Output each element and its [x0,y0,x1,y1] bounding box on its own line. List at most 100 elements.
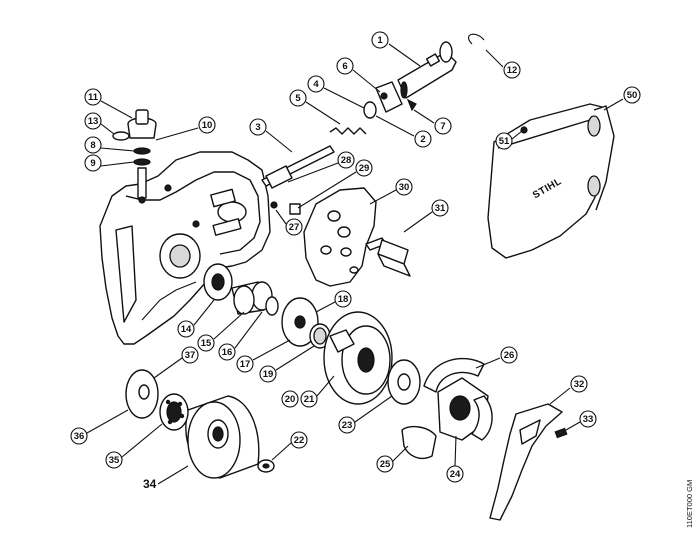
callout-circle [371,31,389,49]
callout-circle [300,390,318,408]
plain-label-layer: 34 [143,477,157,491]
callout-number: 22 [294,435,305,446]
callout-12: 12 [503,61,521,79]
callout-1: 1 [371,31,389,49]
callout-circle [84,136,102,154]
callout-number: 9 [90,158,95,169]
callout-number: 33 [583,414,594,425]
callout-number: 10 [202,120,213,131]
callout-number: 27 [289,222,300,233]
callout-14: 14 [177,320,195,338]
callout-number: 2 [420,134,425,145]
callout-number: 20 [285,394,296,405]
callout-number: 12 [507,65,518,76]
callout-13: 13 [84,112,102,130]
callout-number: 14 [181,324,192,335]
callout-31: 31 [431,199,449,217]
callout-8: 8 [84,136,102,154]
callout-28: 28 [337,151,355,169]
callout-17: 17 [236,355,254,373]
callout-number: 37 [185,350,196,361]
callout-number: 29 [359,163,370,174]
callout-number: 4 [313,79,319,90]
callout-number: 25 [380,459,391,470]
callout-circle [336,57,354,75]
callout-number: 13 [88,116,99,127]
callout-circle [337,151,355,169]
callout-number: 15 [201,338,212,349]
callout-circle [236,355,254,373]
callout-number: 24 [450,469,461,480]
callout-circle [623,86,641,104]
callout-number: 16 [222,347,233,358]
tank-cap-assembly [112,109,157,204]
washer [387,359,421,405]
callout-circle [579,410,597,428]
callout-circle [376,455,394,473]
callout-number: 35 [109,455,120,466]
callout-circle [281,390,299,408]
callout-circle [259,365,277,383]
callout-4: 4 [307,75,325,93]
callout-circle [249,118,267,136]
callout-circle [500,346,518,364]
callout-circle [334,290,352,308]
plain-label-34: 34 [143,477,157,491]
needle-bearing [159,393,189,431]
callout-6: 6 [336,57,354,75]
document-code: 110ET000 GM [685,480,694,528]
callout-3: 3 [249,118,267,136]
callout-33: 33 [579,410,597,428]
callout-number: 32 [574,379,585,390]
callout-circle [414,130,432,148]
callout-circle [307,75,325,93]
callout-number: 36 [74,431,85,442]
callout-number: 28 [341,155,352,166]
callout-37: 37 [181,346,199,364]
callout-9: 9 [84,154,102,172]
callout-number: 6 [342,61,347,72]
sprocket-cover: STIHL [487,103,615,259]
callout-circle [446,465,464,483]
callout-20: 20 [281,390,299,408]
callout-number: 31 [435,203,446,214]
callout-circle [570,375,588,393]
callout-number: 1 [377,35,383,46]
callout-number: 7 [440,121,445,132]
callout-circle [290,431,308,449]
callout-circle [198,116,216,134]
callout-number: 11 [88,92,99,103]
crankcase-housing [99,151,271,345]
callout-number: 18 [338,294,349,305]
callout-number: 21 [304,394,315,405]
callout-50: 50 [623,86,641,104]
callout-circle [84,112,102,130]
callout-circle [338,416,356,434]
callout-circle [84,88,102,106]
callout-layer: 1126457211101389328293031275051181415161… [70,31,641,483]
callout-circle [84,154,102,172]
callout-36: 36 [70,427,88,445]
callout-circle [495,132,513,150]
callout-51: 51 [495,132,513,150]
callout-16: 16 [218,343,236,361]
callout-24: 24 [446,465,464,483]
callout-25: 25 [376,455,394,473]
callout-number: 50 [627,90,638,101]
callout-21: 21 [300,390,318,408]
callout-32: 32 [570,375,588,393]
leader-lines [86,43,624,485]
callout-number: 51 [499,136,510,147]
callout-number: 23 [342,420,353,431]
callout-number: 5 [295,93,301,104]
callout-2: 2 [414,130,432,148]
callout-19: 19 [259,365,277,383]
callout-number: 19 [263,369,274,380]
callout-30: 30 [395,178,413,196]
callout-circle [289,89,307,107]
callout-number: 26 [504,350,515,361]
callout-circle [355,159,373,177]
callout-22: 22 [290,431,308,449]
thrust-washer [125,369,159,419]
gasket-plate [303,187,377,287]
